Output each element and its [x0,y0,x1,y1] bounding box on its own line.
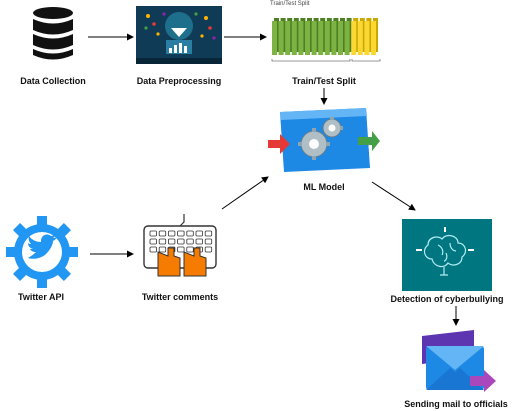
twitter-api-node [4,214,80,290]
data-analysis-icon [136,6,222,64]
data-preprocessing-label: Data Preprocessing [136,76,222,86]
arrow-comments-to-model [221,176,269,210]
data-preprocessing-node [136,6,222,64]
ml-model-node [268,106,380,176]
twitter-comments-label: Twitter comments [141,292,219,302]
twitter-api-label: Twitter API [17,292,64,302]
database-icon [33,7,73,60]
twitter-gear-icon [6,216,78,288]
detection-node [402,219,492,291]
data-collection-label: Data Collection [20,76,86,86]
keyboard-typing-icon [143,214,217,277]
data-collection-node [30,6,76,62]
arrow-model-to-detection [371,181,416,211]
mail-icon [422,330,496,392]
bar-split-icon [271,18,381,62]
train-test-split-caption: Train/Test Split [270,1,310,7]
brain-icon [402,219,492,291]
sending-mail-node [418,328,498,398]
train-test-split-node [268,10,384,65]
ml-model-label: ML Model [303,182,345,192]
detection-label: Detection of cyberbullying [390,294,504,304]
sending-mail-label: Sending mail to officials [404,399,508,409]
twitter-comments-node [140,212,220,282]
train-test-split-label: Train/Test Split [292,76,356,86]
gears-icon [268,108,380,172]
